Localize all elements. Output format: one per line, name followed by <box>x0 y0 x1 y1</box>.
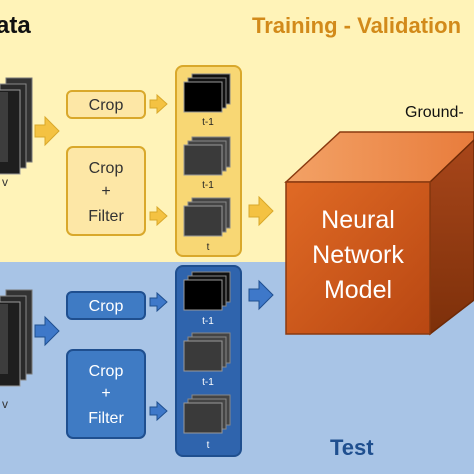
model-label-line3: Model <box>324 276 392 304</box>
test-crop-box: Crop <box>66 291 146 320</box>
test-crop-filter-line2: + <box>101 385 110 402</box>
ground-truth-label: Ground- <box>405 104 464 121</box>
model-label-line2: Network <box>312 241 404 269</box>
training-frames-panel: t-1 t-1 t <box>175 65 242 257</box>
test-crop-filter-line1: Crop <box>89 363 124 380</box>
training-crop-filter-box: Crop + Filter <box>66 146 146 236</box>
training-crop-filter-line2: + <box>101 183 110 200</box>
data-title: ata <box>0 12 31 39</box>
test-frame-label-2: t-1 <box>202 377 214 388</box>
test-frames-panel: t-1 t-1 t <box>175 265 242 457</box>
training-frame-label-1: t-1 <box>202 117 214 128</box>
svg-text:v: v <box>2 175 8 189</box>
test-frame-label-1: t-1 <box>202 316 214 327</box>
training-frame-label-2: t-1 <box>202 180 214 191</box>
model-label-line1: Neural <box>321 206 395 234</box>
training-frame-label-3: t <box>207 242 210 253</box>
raw-data-stack-test: v <box>0 289 33 411</box>
neural-network-model-cube: Neural Network Model <box>284 131 474 336</box>
training-crop-label: Crop <box>89 97 124 114</box>
training-crop-filter-line1: Crop <box>89 160 124 177</box>
raw-data-stack-training: v <box>0 77 33 189</box>
arrow-icon-training-filter <box>149 205 168 227</box>
arrow-icon-test-filter <box>149 400 168 422</box>
training-crop-box: Crop <box>66 90 146 119</box>
arrow-icon-test-input <box>34 315 60 347</box>
svg-text:v: v <box>2 397 8 411</box>
arrow-icon-training-crop <box>149 93 168 115</box>
test-crop-label: Crop <box>89 298 124 315</box>
test-crop-filter-line3: Filter <box>88 410 124 427</box>
cube-front-face <box>285 181 431 335</box>
arrow-icon-test-crop <box>149 291 168 313</box>
test-crop-filter-box: Crop + Filter <box>66 349 146 439</box>
test-frame-label-3: t <box>207 440 210 451</box>
arrow-icon-training-input <box>34 115 60 147</box>
training-validation-title: Training - Validation <box>252 13 461 38</box>
arrow-icon-test-model <box>248 279 274 311</box>
training-crop-filter-line3: Filter <box>88 208 124 225</box>
test-title: Test <box>330 435 374 460</box>
arrow-icon-training-model <box>248 195 274 227</box>
